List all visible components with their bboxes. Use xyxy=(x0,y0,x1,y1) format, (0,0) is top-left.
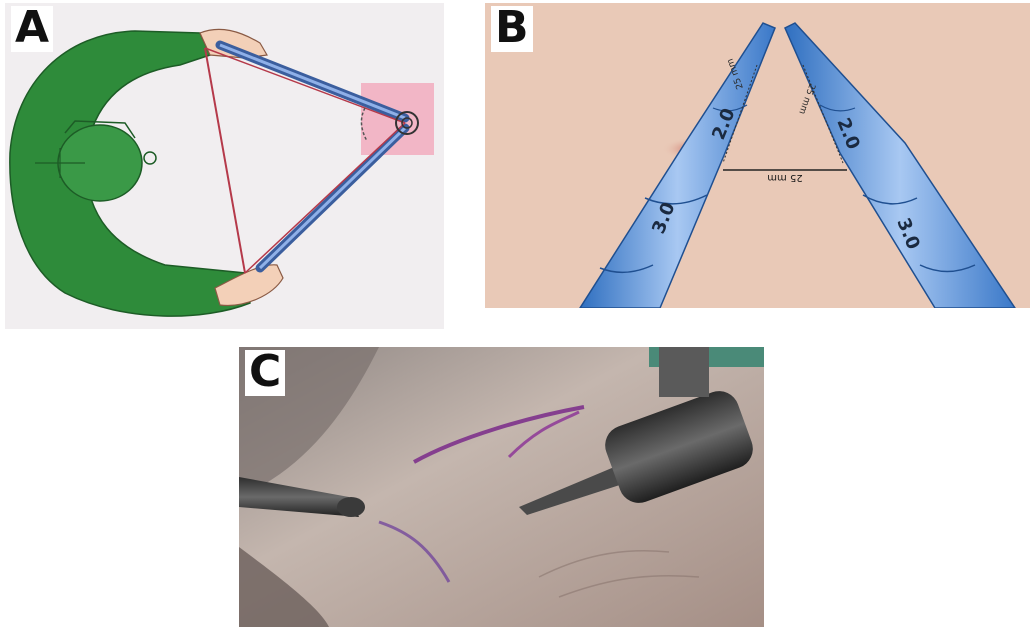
endoscope-camera xyxy=(659,347,709,397)
right-depth-label: 25 mm xyxy=(796,82,816,115)
instruments-illustration: 3.0 2.0 3.0 2.0 25 mm 25 mm 25 mm xyxy=(485,3,1030,308)
panel-c-surgical-photo: C xyxy=(239,347,764,627)
panel-label-b: B xyxy=(491,6,533,52)
surgeon-illustration xyxy=(5,3,444,329)
panel-b-instrument-ports-illustration: 3.0 2.0 3.0 2.0 25 mm 25 mm 25 mm B xyxy=(485,3,1030,308)
panel-label-c: C xyxy=(245,350,285,396)
triangle-base-line xyxy=(205,48,245,273)
right-instrument-shaft xyxy=(785,23,1015,308)
surgical-photo xyxy=(239,347,764,627)
panel-a-surgeon-triangle-illustration: A xyxy=(5,3,444,329)
left-instrument-shaft xyxy=(580,23,775,308)
panel-label-a: A xyxy=(11,6,53,52)
distance-label: 25 mm xyxy=(767,172,802,183)
